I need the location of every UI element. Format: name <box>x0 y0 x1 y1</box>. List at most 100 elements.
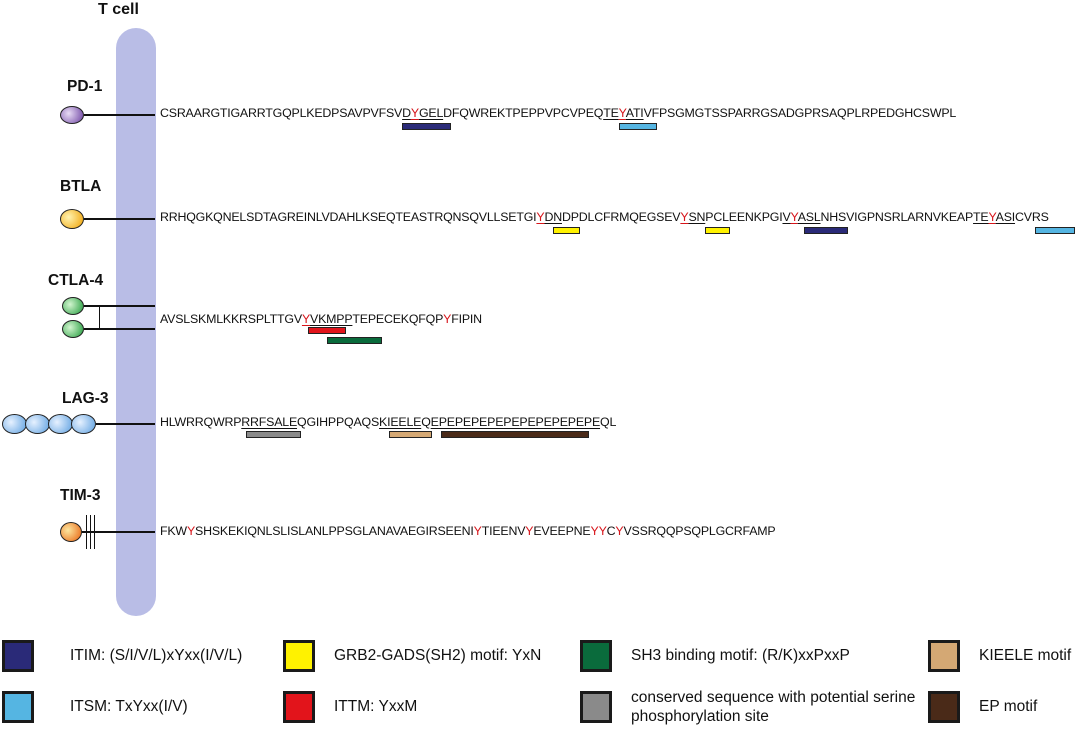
sequence-segment: PCLEENKPGI <box>705 210 783 224</box>
motif-bar-ittm <box>308 327 346 334</box>
sequence-segment: EPEPEPEPEPEPEPEPEPEPE <box>430 415 601 429</box>
sequence-segment: DFQWREKTPEPPVPCVPEQ <box>443 106 604 120</box>
sequence-segment: D <box>402 106 411 120</box>
btla-ectodomain-icon <box>60 209 84 229</box>
tim3-tail-line <box>82 531 155 533</box>
sequence-segment: CSRAARGTIGARRTGQPLKEDPSAVPVFSV <box>160 106 403 120</box>
sequence-segment: QL <box>600 415 617 429</box>
lag3-ig-domain-icon <box>48 414 73 434</box>
receptor-label-pd1: PD-1 <box>67 78 103 95</box>
tyrosine-residue: Y <box>988 210 996 224</box>
legend-label-kieele: KIEELE motif <box>979 647 1072 664</box>
tim3-mucin-stalk <box>90 515 91 549</box>
btla-tail-line <box>84 218 155 220</box>
legend-swatch-kieele <box>928 640 960 672</box>
sequence-segment: DN <box>544 210 562 224</box>
sequence-segment: ASL <box>797 210 821 224</box>
lag3-ig-domain-icon <box>2 414 27 434</box>
legend-label-itsm: ITSM: TxYxx(I/V) <box>70 698 188 715</box>
sequence-segment: VSSRQQPSQPLGCRFAMP <box>623 524 776 538</box>
legend-swatch-itim <box>2 640 34 672</box>
ctla4-tail-line <box>84 328 155 330</box>
pd1-tail-line <box>84 114 155 116</box>
motif-bar-itim <box>402 123 451 130</box>
motif-bar-kieele <box>389 431 432 438</box>
sequence-segment: TEPECEKQFQP <box>352 312 444 326</box>
tyrosine-residue: Y <box>301 312 311 326</box>
sequence-segment: TE <box>603 106 619 120</box>
legend-swatch-ep <box>928 691 960 723</box>
tyrosine-residue: Y <box>536 210 545 224</box>
lag3-tail-line <box>96 423 155 425</box>
tyrosine-residue: Y <box>525 524 534 538</box>
tim3-mucin-stalk <box>94 515 95 549</box>
tyrosine-residue: Y <box>473 524 482 538</box>
motif-bar-sh3 <box>327 337 382 344</box>
sequence-segment: FIPIN <box>451 312 482 326</box>
sequence-segment: TIEENV <box>481 524 526 538</box>
legend-swatch-sh3 <box>580 640 612 672</box>
sequence-segment: DPDLCFRMQEGSEV <box>561 210 681 224</box>
sequence-segment: FKW <box>160 524 187 538</box>
tyrosine-residue: Y <box>410 106 419 120</box>
legend-label-itim: ITIM: (S/I/V/L)xYxx(I/V/L) <box>70 647 243 664</box>
tyrosine-residue: Y <box>186 524 196 538</box>
tim3-ectodomain-icon <box>60 522 82 542</box>
t-cell-membrane <box>116 28 156 616</box>
legend-swatch-itsm <box>2 691 34 723</box>
sequence-tim3: FKWYSHSKEKIQNLSLISLANLPPSGLANAVAEGIRSEEN… <box>160 524 776 538</box>
motif-bar-grb2 <box>705 227 730 234</box>
sequence-segment: RRHQGKQNELSDTAGREINLVDAHLKSEQTEASTRQNSQV… <box>160 210 537 224</box>
sequence-segment: Q <box>421 415 431 429</box>
sequence-segment: ASI <box>995 210 1016 224</box>
sequence-segment: TE <box>973 210 989 224</box>
tyrosine-residue: Y <box>790 210 798 224</box>
sequence-btla: RRHQGKQNELSDTAGREINLVDAHLKSEQTEASTRQNSQV… <box>160 210 1049 224</box>
legend-label-grb2: GRB2-GADS(SH2) motif: YxN <box>334 647 542 664</box>
sequence-segment: EVEEPNE <box>533 524 591 538</box>
legend-swatch-ittm <box>283 691 315 723</box>
legend-swatch-serine <box>580 691 612 723</box>
sequence-segment: VFPSGMGTSSPARRGSADGPRSAQPLRPEDGHCSWPL <box>643 106 957 120</box>
sequence-segment: AVSLSKMLKKRSPLTTGV <box>160 312 302 326</box>
receptor-label-lag3: LAG-3 <box>62 390 109 407</box>
sequence-lag3: HLWRRQWRPRRFSALEQGIHPPQAQSKIEELEQEPEPEPE… <box>160 415 616 429</box>
lag3-ig-domain-icon <box>25 414 50 434</box>
sequence-segment: GEL <box>418 106 444 120</box>
receptor-label-tim3: TIM-3 <box>60 487 101 504</box>
motif-bar-itsm <box>619 123 657 130</box>
sequence-segment: V <box>782 210 791 224</box>
ctla4-ectodomain-icon <box>62 297 84 315</box>
legend-swatch-grb2 <box>283 640 315 672</box>
ctla4-ectodomain-icon <box>62 320 84 338</box>
motif-bar-ep <box>441 431 589 438</box>
sequence-segment: CVRS <box>1015 210 1049 224</box>
sequence-segment: QGIHPPQAQS <box>297 415 380 429</box>
sequence-segment: HLWRRQWRP <box>160 415 242 429</box>
legend-label-ep: EP motif <box>979 698 1038 715</box>
sequence-segment: RRFSALE <box>241 415 298 429</box>
motif-bar-itsm <box>1035 227 1075 234</box>
ctla4-tail-line <box>84 305 155 307</box>
sequence-segment: C <box>606 524 616 538</box>
motif-bar-serine <box>246 431 301 438</box>
t-cell-label: T cell <box>98 1 139 18</box>
lag3-ig-domain-icon <box>71 414 96 434</box>
sequence-segment: VKMPP <box>310 312 353 326</box>
tyrosine-residue: Y <box>680 210 689 224</box>
sequence-segment: KIEELE <box>379 415 422 429</box>
legend-label-sh3: SH3 binding motif: (R/K)xxPxxP <box>631 647 850 664</box>
tyrosine-residue: Y <box>618 106 626 120</box>
motif-bar-grb2 <box>553 227 580 234</box>
tyrosine-residue: YY <box>590 524 607 538</box>
receptor-label-ctla4: CTLA-4 <box>48 272 104 289</box>
legend-label-ittm: ITTM: YxxM <box>334 698 418 715</box>
sequence-segment: SN <box>688 210 706 224</box>
sequence-segment: NHSVIGPNSRLARNVKEAP <box>820 210 974 224</box>
ctla4-disulfide-bond <box>99 306 100 329</box>
motif-bar-itim <box>804 227 848 234</box>
sequence-pd1: CSRAARGTIGARRTGQPLKEDPSAVPVFSVDYGELDFQWR… <box>160 106 956 120</box>
tyrosine-residue: Y <box>443 312 452 326</box>
tyrosine-residue: Y <box>615 524 624 538</box>
tim3-mucin-stalk <box>86 515 87 549</box>
